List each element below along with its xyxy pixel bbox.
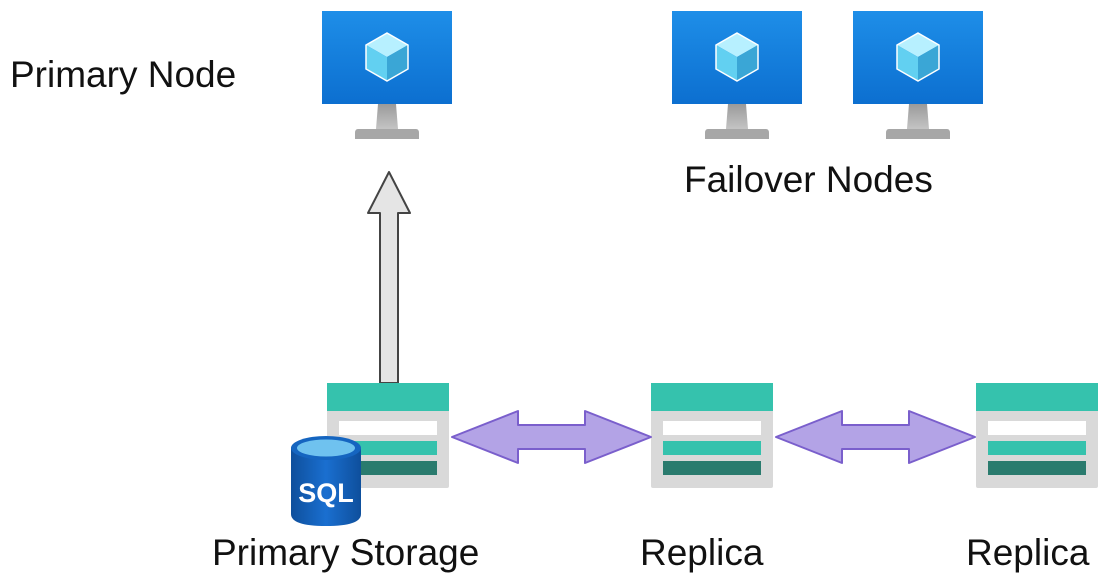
up-arrow xyxy=(367,171,411,384)
sync-arrow-replica-replica xyxy=(775,410,976,464)
replica-storage-icon xyxy=(651,383,773,488)
sync-arrow-primary-replica xyxy=(451,410,652,464)
replica-storage-icon xyxy=(976,383,1098,488)
sql-database-icon xyxy=(291,436,361,526)
replica-label: Replica xyxy=(640,532,764,573)
primary-node-icon xyxy=(322,11,452,139)
failover-nodes-label: Failover Nodes xyxy=(684,159,933,200)
failover-node-icon xyxy=(853,11,983,139)
failover-node-icon xyxy=(672,11,802,139)
primary-node-label: Primary Node xyxy=(10,54,237,95)
sql-badge-text: SQL xyxy=(298,478,354,508)
replica-label: Replica xyxy=(966,532,1090,573)
primary-storage-label: Primary Storage xyxy=(212,532,480,573)
